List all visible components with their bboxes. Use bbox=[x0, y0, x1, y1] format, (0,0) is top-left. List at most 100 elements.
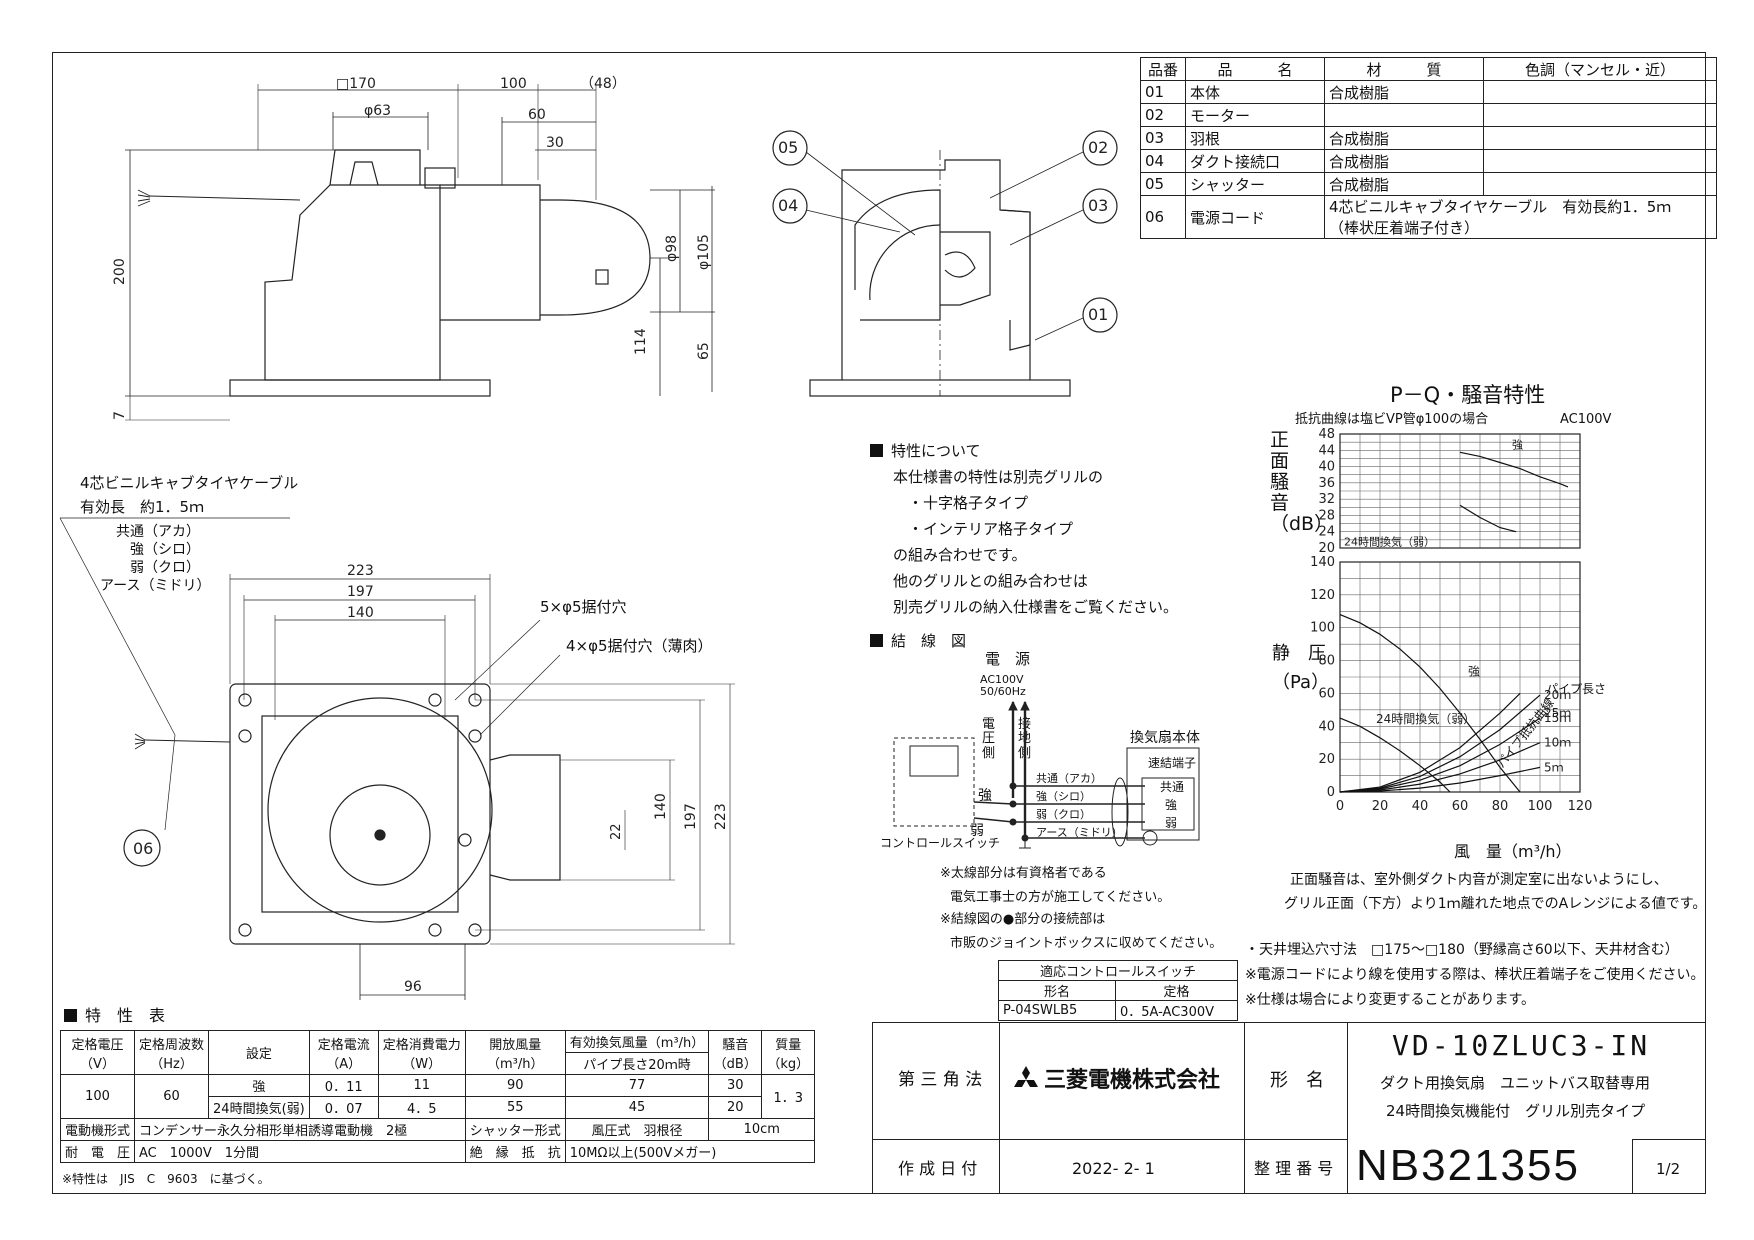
label-04: 04 bbox=[778, 196, 798, 215]
y-tick-label: 60 bbox=[1318, 686, 1335, 701]
pipe-length-title: パイプ長さ bbox=[1546, 682, 1607, 696]
dim-label-7: 7 bbox=[112, 411, 128, 420]
spec-row: 100 60 強 0．11 11 90 77 30 1．3 bbox=[59, 1074, 816, 1119]
bottom-view bbox=[59, 517, 735, 1000]
hole bbox=[468, 729, 482, 743]
spec-heading: 特 性 表 bbox=[64, 1006, 165, 1026]
wiring-note: 市販のジョイントボックスに収めてください。 bbox=[950, 936, 1223, 951]
wiring-voltage-side: 電圧側 bbox=[982, 717, 996, 761]
series-label: 15ｍ bbox=[1544, 711, 1571, 725]
x-tick-label: 0 bbox=[1336, 799, 1344, 814]
y-tick-label: 40 bbox=[1318, 460, 1335, 475]
dim-label-48: （48） bbox=[580, 76, 626, 92]
wire-earth: アース（ミドリ） bbox=[100, 578, 211, 594]
side-shutter bbox=[540, 199, 651, 316]
y-tick-label: 36 bbox=[1318, 476, 1335, 491]
bottom-cable-wires bbox=[134, 733, 146, 750]
flow-xlabel: 風 量（m³/h） bbox=[1454, 842, 1572, 861]
x-tick-label: 100 bbox=[1528, 799, 1553, 814]
creation-date: 2022- 2- 1 bbox=[1072, 1159, 1155, 1178]
y-tick-label: 80 bbox=[1318, 654, 1335, 669]
square-bullet-icon bbox=[64, 1009, 77, 1022]
series-line bbox=[1339, 717, 1541, 793]
y-tick-label: 24 bbox=[1318, 525, 1335, 540]
dim-phi bbox=[650, 186, 715, 392]
right-note: ※電源コードにより線を使用する際は、棒状圧着端子をご使用ください。 bbox=[1245, 967, 1705, 983]
dim-label-100: 100 bbox=[500, 76, 527, 92]
hole bbox=[238, 693, 252, 707]
page-number: 1/2 bbox=[1656, 1160, 1681, 1178]
dim-label-197: 197 bbox=[347, 584, 374, 600]
dim-96 bbox=[359, 944, 466, 1000]
hole bbox=[238, 729, 252, 743]
hole-leaders bbox=[454, 619, 561, 736]
series-label: 強 bbox=[1468, 664, 1480, 678]
sec-housing bbox=[854, 189, 941, 321]
spec-footnote: ※特性は JIS C 9603 に基づく。 bbox=[62, 1172, 270, 1186]
dim-label-223: 223 bbox=[347, 563, 374, 579]
bottom-fan-center bbox=[374, 829, 386, 841]
dim-label-60: 60 bbox=[528, 107, 546, 123]
wiring-power: 電 源 bbox=[985, 650, 1031, 668]
side-connector bbox=[424, 167, 456, 189]
dim-label-v140: 140 bbox=[653, 793, 669, 820]
parts-row: 06 電源コード 4芯ビニルキャブタイヤケーブル 有効長約1．5ｍ （棒状圧着端… bbox=[1140, 195, 1717, 239]
sec-motor bbox=[940, 231, 991, 306]
wiring-heading: 結 線 図 bbox=[870, 632, 966, 651]
chart-subtitle: 抵抗曲線は塩ビVP管φ100の場合 bbox=[1295, 412, 1489, 427]
hole-note-4: 4×φ5据付穴（薄肉） bbox=[566, 637, 713, 655]
label-circle-01 bbox=[1082, 297, 1118, 333]
cable-leader bbox=[59, 517, 290, 831]
company-name: 三菱電機株式会社 bbox=[1012, 1066, 1220, 1098]
properties-heading: 特性について bbox=[870, 442, 981, 461]
mitsubishi-logo-icon bbox=[1012, 1066, 1040, 1098]
spec-row: 24時間換気(弱) 0．07 4．5 55 45 20 bbox=[61, 1096, 815, 1119]
label-03: 03 bbox=[1088, 196, 1108, 215]
chart-note: AC100V bbox=[1560, 412, 1612, 427]
col-part-name: 品 名 bbox=[1185, 57, 1325, 81]
model-desc-1: ダクト用換気扇 ユニットバス取替専用 bbox=[1380, 1074, 1651, 1092]
dim-60 bbox=[501, 117, 596, 185]
side-top-box bbox=[329, 149, 421, 186]
wiring-fan-body: 換気扇本体 bbox=[1130, 730, 1200, 746]
wiring-line-earth: アース（ミドリ） bbox=[1036, 826, 1123, 839]
cable-note-2: 有効長 約1．5ｍ bbox=[80, 498, 205, 516]
series-label: 25ｍ bbox=[1544, 706, 1571, 720]
bottom-fan bbox=[329, 784, 431, 886]
bottom-dims-v bbox=[475, 683, 735, 945]
terminal-block bbox=[1141, 777, 1195, 831]
y-tick-label: 44 bbox=[1318, 443, 1335, 458]
sec-motor-core bbox=[944, 251, 976, 278]
bottom-fan-ring bbox=[267, 697, 493, 923]
label-circle-03 bbox=[1082, 188, 1118, 224]
hole bbox=[428, 693, 442, 707]
switch-module bbox=[909, 745, 959, 777]
bottom-inner bbox=[261, 715, 459, 913]
wire-weak: 弱（クロ） bbox=[130, 560, 200, 576]
switch-box bbox=[893, 737, 975, 827]
wiring-note: ※太線部分は有資格者である bbox=[940, 866, 1107, 881]
x-tick-label: 40 bbox=[1412, 799, 1429, 814]
dim-label-105: φ105 bbox=[696, 234, 712, 270]
right-note: ※仕様は場合により変更することがあります。 bbox=[1245, 992, 1536, 1008]
ground-icon bbox=[1019, 838, 1031, 849]
hole bbox=[238, 923, 252, 937]
leader-lines bbox=[805, 151, 1084, 341]
properties-line: の組み合わせです。 bbox=[893, 546, 1027, 564]
side-view bbox=[125, 84, 715, 421]
label-06: 06 bbox=[133, 839, 153, 858]
dim-label-98: φ98 bbox=[664, 235, 680, 262]
model-label: 形 名 bbox=[1270, 1070, 1324, 1091]
parts-header-row: 品番 品 名 材 質 色調（マンセル・近） bbox=[1140, 57, 1717, 81]
bottom-cable bbox=[144, 739, 231, 743]
wiring-switch: コントロールスイッチ bbox=[880, 836, 1001, 850]
series-line bbox=[1339, 614, 1521, 793]
junction-dot bbox=[1009, 782, 1017, 790]
side-latch bbox=[595, 269, 609, 285]
junction-dot bbox=[1009, 818, 1017, 826]
